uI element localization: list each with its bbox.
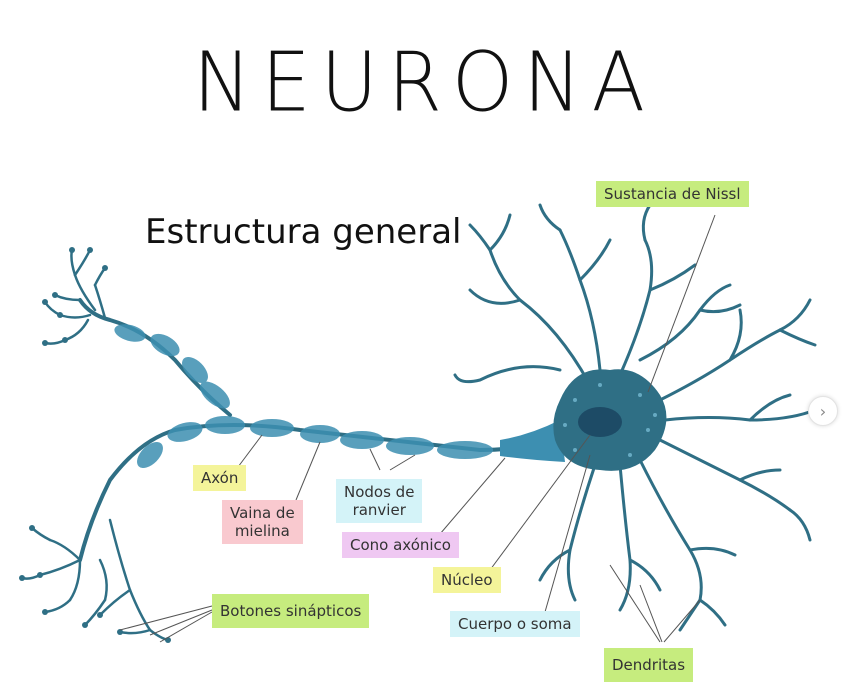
label-axon-text: Axón <box>201 469 239 487</box>
dendrites <box>453 203 817 632</box>
leader-lines <box>119 214 716 643</box>
label-soma: Cuerpo o soma <box>450 611 580 637</box>
subtitle: Estructura general <box>145 212 462 252</box>
label-dendrites: Dendritas <box>604 648 694 682</box>
label-nucleus: Núcleo <box>433 567 501 593</box>
axon-hillock <box>500 420 565 462</box>
axon-terminals-bottom <box>20 518 170 642</box>
label-nodes-line2: ranvier <box>352 501 406 519</box>
label-cone-text: Cono axónico <box>350 536 451 554</box>
label-buttons-text: Botones sinápticos <box>220 602 362 620</box>
label-soma-text: Cuerpo o soma <box>458 615 572 633</box>
label-axon: Axón <box>193 465 247 491</box>
label-nodes-line1: Nodos de <box>344 483 415 501</box>
label-nissl: Sustancia de Nissl <box>596 181 749 207</box>
next-button[interactable]: › <box>808 396 838 426</box>
label-dendrites-text: Dendritas <box>612 656 686 674</box>
page-title: NEURONA <box>192 35 656 131</box>
label-myelin-line1: Vaina de <box>230 504 295 522</box>
label-buttons: Botones sinápticos <box>212 594 370 628</box>
myelin-sheath <box>114 324 493 468</box>
label-nissl-text: Sustancia de Nissl <box>604 185 741 203</box>
label-nucleus-text: Núcleo <box>441 571 493 589</box>
nucleus <box>578 407 622 437</box>
synaptic-buttons-top <box>42 247 108 346</box>
chevron-right-icon: › <box>819 401 827 421</box>
label-cone: Cono axónico <box>342 532 459 558</box>
label-myelin-line2: mielina <box>234 522 290 540</box>
nissl-substance <box>563 383 657 457</box>
